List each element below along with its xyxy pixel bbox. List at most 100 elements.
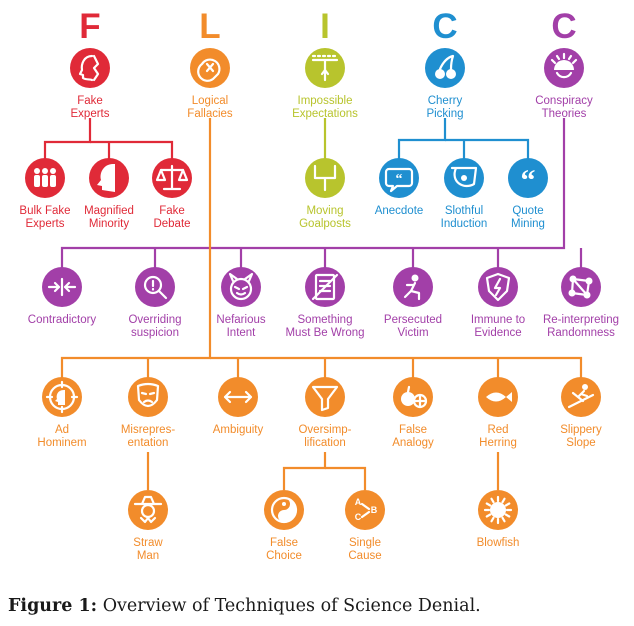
node-label-line: Intent [227,327,257,339]
connector-line [282,452,327,490]
node-blowfish: Blowfish [477,490,519,549]
opposing-arrows-icon [47,277,77,297]
apple-orange-icon [401,385,428,409]
node-label-line: Slothful [445,205,483,217]
devil-face-icon [228,272,254,301]
face-profile-icon [78,54,100,82]
flicc-letter-l: L [199,7,220,46]
magnifier-exclamation-icon [143,275,168,300]
node-label: Ambiguity [213,424,264,436]
connector-line [60,118,566,268]
fish-icon [486,392,512,402]
node-label-line: Fake [77,95,103,107]
node-label-line: Picking [426,108,463,120]
node-label-line: Theories [542,108,587,120]
flicc-letter-f: F [79,7,100,46]
node-label: Contradictory [28,314,97,326]
node-label-line: Red [487,424,508,436]
svg-text:B: B [371,505,378,515]
svg-text:A: A [355,497,362,507]
node-label-line: Anecdote [375,205,424,217]
flicc-letter-c1: C [432,7,457,46]
node-label-line: Ambiguity [213,424,264,436]
node-label-line: Induction [441,218,488,230]
node-circle [135,267,175,307]
node-circle [70,48,110,88]
node-circle [561,377,601,417]
node-label-line: suspicion [131,327,179,339]
balance-scale-icon [155,164,189,191]
node-label-line: Conspiracy [535,95,593,107]
node-label-line: Straw [133,537,163,549]
pufferfish-icon [483,495,513,525]
node-label-line: Re-interpreting [543,314,619,326]
node-contradictory: Contradictory [28,267,97,326]
caption-label: Figure 1: [8,596,98,616]
connector-line [445,138,530,160]
node-label-line: Quote [512,205,543,217]
node-label-line: Expectations [292,108,358,120]
connector-line [60,118,212,378]
connector-line [325,466,367,490]
node-label-line: Immune to [471,314,525,326]
node-circle [128,490,168,530]
svg-text:“: “ [396,172,403,187]
funnel-icon [311,385,339,412]
node-label-line: False [399,424,427,436]
node-label-line: Hominem [37,437,86,449]
node-circle [305,377,345,417]
node-label-line: Magnified [84,205,134,217]
goalpost-icon [313,164,337,192]
node-circle [221,267,261,307]
node-label-line: Bulk Fake [19,205,70,217]
connector-line [210,356,583,378]
node-label-line: Logical [192,95,228,107]
node-label-line: Experts [26,218,65,230]
tinfoil-hat-icon [550,52,578,79]
node-label-line: Slippery [560,424,602,436]
connector-line [397,118,447,160]
svg-text:“: “ [521,164,536,197]
kneeling-person-icon [403,274,421,301]
crosshair-head-icon [45,380,79,414]
svg-text:C: C [355,512,362,522]
node-label-line: Mining [511,218,545,230]
node-label-line: Overriding [128,314,181,326]
node-misrepresentation: Misrepres-entation [121,377,175,449]
node-ambiguity: Ambiguity [213,377,264,436]
shield-bolt-icon [485,272,511,302]
node-label-line: Analogy [392,437,434,449]
node-label-line: Ad [55,424,69,436]
